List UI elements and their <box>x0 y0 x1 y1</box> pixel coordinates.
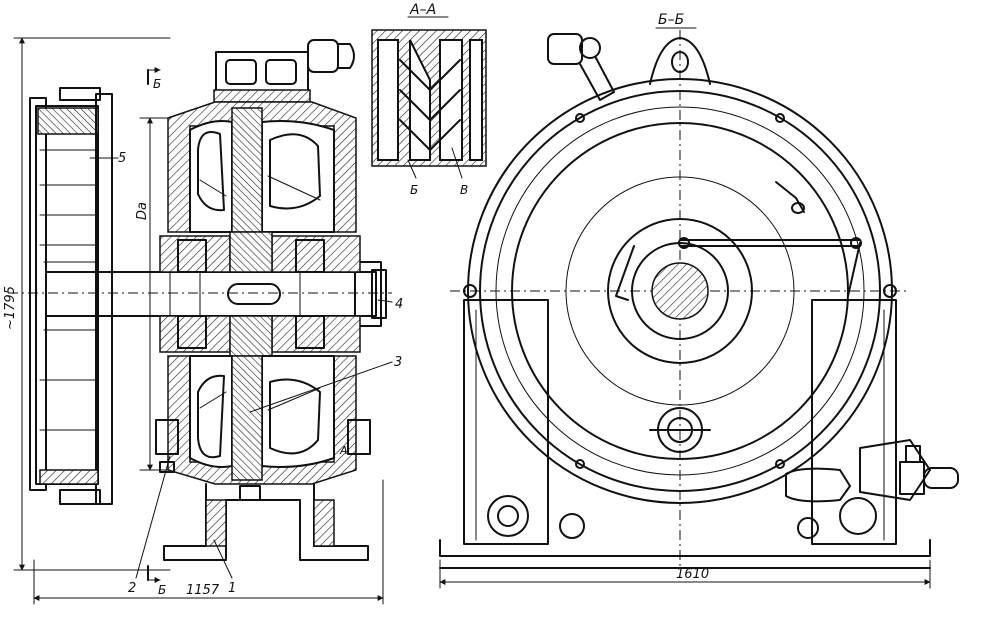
lifting-eye <box>649 37 711 85</box>
support-base-right <box>439 299 931 569</box>
width-dimension-right: 1610 <box>439 559 931 589</box>
width-left-text: 1157 <box>186 583 220 598</box>
height-dimension: ~1795 <box>3 37 171 571</box>
longitudinal-section-view: ~1795 1157 <box>3 37 403 605</box>
part-4-label: 4 <box>395 297 403 312</box>
section-aa-title: А–А <box>409 2 436 18</box>
section-bb-view: Б–Б <box>439 12 959 589</box>
da-dimension: Dа <box>135 117 171 471</box>
drain-port <box>649 407 711 453</box>
top-inlet-pipe <box>213 39 355 103</box>
part-3-label: 3 <box>394 355 402 370</box>
width-dimension-left: 1157 <box>33 479 384 605</box>
cut-mark-bottom: Б <box>147 565 166 597</box>
letter-b-label: Б <box>410 183 418 197</box>
part-5-label: 5 <box>118 151 126 166</box>
right-valve <box>785 439 959 503</box>
rim-bolts <box>463 113 897 469</box>
section-bb-title: Б–Б <box>658 12 684 28</box>
section-aa-view: А–А Б В <box>371 2 487 197</box>
width-right-text: 1610 <box>676 567 709 582</box>
control-lever <box>615 181 862 301</box>
brake-drum-assembly <box>29 87 113 505</box>
blade-pattern <box>377 39 483 161</box>
cut-mark-top: Б <box>147 67 161 91</box>
height-dimension-text: ~1795 <box>3 286 18 330</box>
housing-lower <box>155 355 371 485</box>
letter-v-label: В <box>460 183 468 197</box>
cut-mark-bottom-label: Б <box>158 583 166 597</box>
hub-section <box>159 231 361 357</box>
cut-mark-top-label: Б <box>153 77 161 91</box>
da-label: Dа <box>135 202 150 220</box>
part-callouts: 5 3 4 2 1 А <box>89 151 403 596</box>
inlet-elbow <box>547 33 615 101</box>
arrow-a-label: А <box>339 444 348 457</box>
casing-circles <box>467 78 893 504</box>
part-1-label: 1 <box>228 581 236 596</box>
support-base-left <box>163 483 369 561</box>
housing-upper <box>167 101 357 233</box>
part-2-label: 2 <box>128 581 136 596</box>
